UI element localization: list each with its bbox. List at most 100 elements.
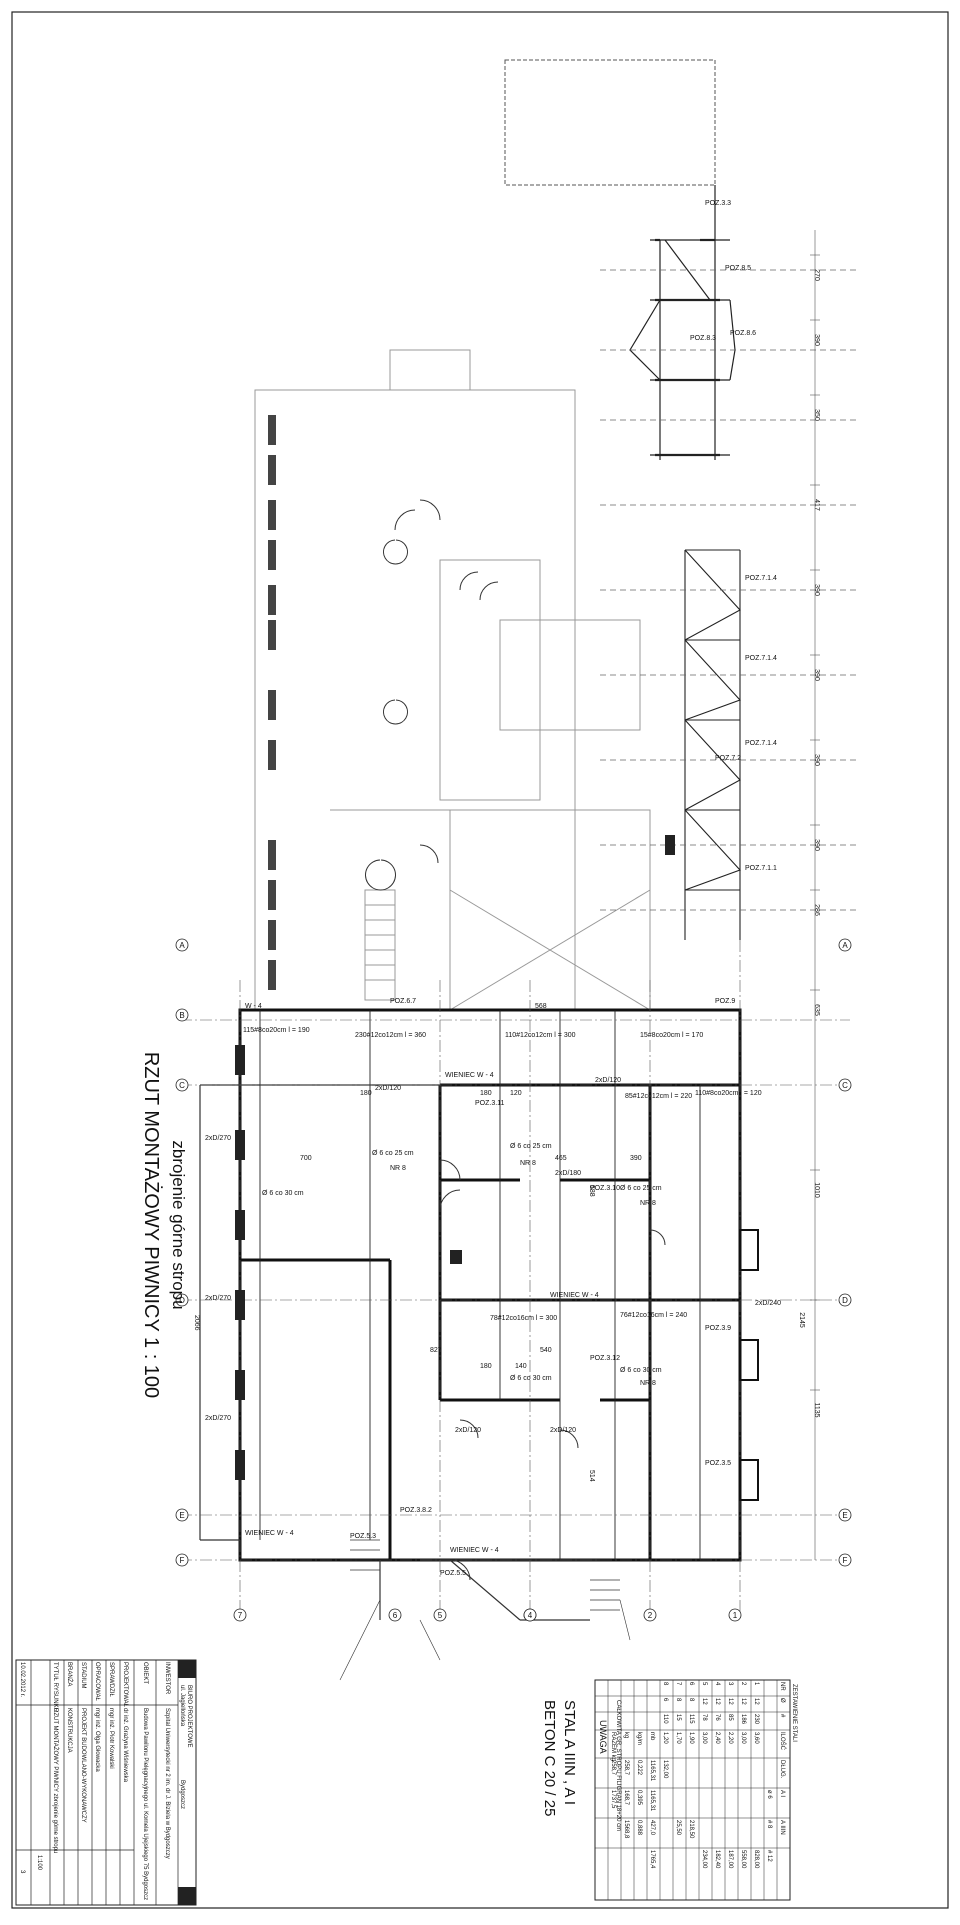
steel-summary-cell: 258,7 <box>610 1760 616 1776</box>
role-name: mgr inż. Piotr Kowalski <box>108 1708 114 1769</box>
dimension-label: 827 <box>430 1347 442 1354</box>
twodx-label: 2xD/120 <box>550 1427 576 1434</box>
steel-table-cell: 218,50 <box>688 1820 694 1839</box>
twodx-label: 2xD/270 <box>205 1135 231 1142</box>
steel-column-header: A I <box>779 1790 785 1797</box>
steel-table-cell: 3,60 <box>753 1732 759 1744</box>
dimension-label: 140 <box>515 1363 527 1370</box>
steel-table-cell: 3,00 <box>740 1732 746 1744</box>
steel-table-cell: 182,40 <box>714 1850 720 1869</box>
dimension-label: 390 <box>630 1155 642 1162</box>
steel-table-cell: 110 <box>662 1714 668 1724</box>
steel-table-cell: 85 <box>727 1714 733 1721</box>
note-heading: UWAGA <box>598 1720 608 1754</box>
axis-bubble <box>233 1608 247 1622</box>
poz-label: POZ.3.10 <box>590 1185 620 1192</box>
poz-label: POZ.3.11 <box>475 1100 505 1107</box>
poz-label: POZ.8.5 <box>725 265 751 272</box>
axis-bubble <box>523 1608 537 1622</box>
steel-table-cell: 12 <box>714 1698 720 1705</box>
axis-bubble <box>175 1293 189 1307</box>
rebar-annotation: Ø 6 co 25 cm <box>620 1185 662 1192</box>
position-8: 115#8co20cm l = 190 <box>243 1027 310 1034</box>
drawing-title-group: RZUT MONTAŻOWY PIWNICY 1 : 100 zbrojenie… <box>140 1052 188 1398</box>
twodx-label: 2xD/270 <box>205 1295 231 1302</box>
poz-label: POZ.7.1.4 <box>745 575 777 582</box>
axis-label: C <box>842 1081 848 1090</box>
steel-column-header: A IIIN <box>779 1820 785 1835</box>
wieniec-label: WIENIEC W - 4 <box>550 1292 599 1299</box>
company-line: ul. Jagiellońska <box>179 1685 185 1727</box>
steel-summary-cell: 0,888 <box>636 1820 642 1836</box>
dimension-label: 270 <box>813 269 820 281</box>
right-beams <box>684 549 741 940</box>
axis-label: E <box>179 1511 184 1520</box>
steel-summary-cell: RAZEM kg <box>610 1732 616 1761</box>
steel-subcolumn-header: # 12 <box>766 1850 772 1862</box>
dimension-label: 390 <box>813 669 820 681</box>
steel-table-cell: 186 <box>740 1714 746 1725</box>
sheet-border <box>11 11 949 1909</box>
axis-label: F <box>843 1556 848 1565</box>
dimension-label: 180 <box>480 1363 492 1370</box>
company-logo <box>178 1887 196 1905</box>
steel-table-cell: 78 <box>701 1714 707 1721</box>
steel-summary-cell: 1165,31 <box>649 1760 655 1782</box>
dimension-label: 180 <box>360 1090 372 1097</box>
steel-column-header: NR <box>779 1682 785 1691</box>
steel-summary-cell: kg <box>623 1732 629 1738</box>
axis-bubble <box>838 1508 852 1522</box>
steel-table-cell: 5 <box>701 1682 707 1686</box>
steel-table-cell: 1 <box>753 1682 759 1686</box>
role-label: PROJEKTOWAŁ <box>122 1662 128 1708</box>
right-bays <box>739 1229 759 1501</box>
axis-label: 6 <box>393 1611 398 1620</box>
steel-summary-cell: 1165,31 <box>649 1790 655 1812</box>
dimension-label: 2145 <box>798 1312 805 1328</box>
dimension-label: 700 <box>300 1155 312 1162</box>
steel-table-cell: 12 <box>727 1698 733 1705</box>
position-2: 110#12co12cm l = 300 <box>505 1032 576 1039</box>
steel-summary-cell: 1568,8 <box>623 1820 629 1839</box>
steel-table-cell: 6 <box>688 1682 694 1686</box>
stage-label: STADIUM <box>80 1662 86 1689</box>
axis-label: 7 <box>238 1611 243 1620</box>
dimension-label: 120 <box>510 1090 522 1097</box>
rebar-annotation: Ø 6 co 30 cm <box>510 1375 552 1382</box>
axis-label: A <box>179 941 185 950</box>
steel-column-header: Ø <box>779 1698 785 1703</box>
role-name: dr inż. Grażyna Wiśniewska <box>122 1708 128 1783</box>
dimension-label: 417 <box>813 499 820 511</box>
position-callouts: 230#12co12cm l = 360 110#12co12cm l = 30… <box>243 1027 762 1322</box>
steel-summary-cell: mb <box>649 1732 655 1741</box>
steel-table-cell: 8 <box>688 1698 694 1702</box>
steel-table-cell: 3,00 <box>701 1732 707 1744</box>
door-swings <box>365 499 499 891</box>
axis-bubble <box>838 1553 852 1567</box>
grid-dashdot <box>180 940 850 1620</box>
object-label: OBIEKT <box>142 1662 148 1684</box>
wieniec-label: WIENIEC W - 4 <box>445 1072 494 1079</box>
drawing-text: RZUT MONTAŻOWY PIWNICY zbrojenie górne s… <box>52 1708 59 1853</box>
steel-summary-cell: 0,222 <box>636 1760 642 1776</box>
poz-label: POZ.7.1.1 <box>745 865 777 872</box>
steel-table-cell: 15 <box>675 1714 681 1721</box>
dimension-label: 540 <box>540 1347 552 1354</box>
role-label: OPRACOWAŁ <box>94 1662 100 1701</box>
steel-table-cell: 7 <box>675 1682 681 1686</box>
position-4: 76#12co16cm l = 240 <box>620 1312 687 1319</box>
rebar-annotation: Ø 6 co 25 cm <box>510 1143 552 1150</box>
poz-label: POZ.8.3 <box>690 335 716 342</box>
poz-label: POZ.7.1.4 <box>745 655 777 662</box>
stal-label: STAL A IIIN , A I <box>561 1700 578 1805</box>
rebar-annotation: Ø 6 co 25 cm <box>372 1150 414 1157</box>
branch-label: BRANŻA <box>66 1662 73 1686</box>
poz-label: POZ.5.5 <box>440 1570 466 1577</box>
steel-table-cell: 4 <box>714 1682 720 1686</box>
axis-label: 2 <box>648 1611 653 1620</box>
role-label: SPRAWDZIŁ <box>108 1662 114 1697</box>
wieniec-label: WIENIEC W - 4 <box>450 1547 499 1554</box>
dimension-label: 568 <box>535 1003 547 1010</box>
dimension-label: 2066 <box>193 1315 200 1331</box>
